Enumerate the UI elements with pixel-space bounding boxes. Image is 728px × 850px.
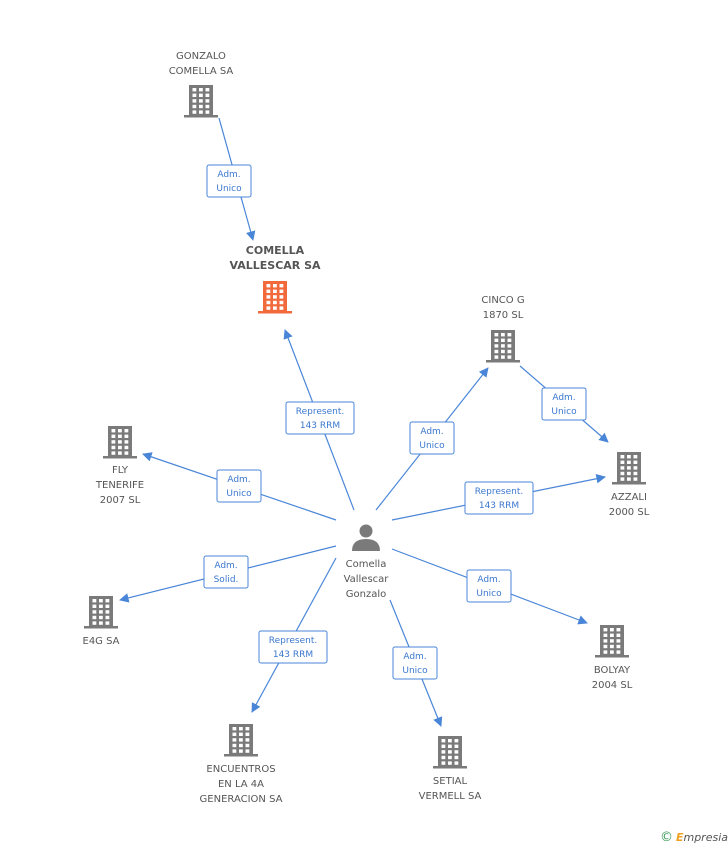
node-gonzalo[interactable]: GONZALO COMELLA SA	[169, 51, 234, 118]
edge-label-person-to-e4g[interactable]: Adm. Solid.	[203, 555, 249, 589]
person-icon	[352, 524, 380, 551]
edge-label-text: Unico	[476, 589, 502, 599]
node-label: BOLYAY	[594, 665, 631, 676]
edge-label-person-to-fly[interactable]: Adm. Unico	[216, 469, 262, 503]
building-icon	[612, 452, 646, 485]
edges-layer	[119, 117, 609, 727]
building-icon	[224, 724, 258, 757]
edge-label-text: Unico	[419, 441, 445, 451]
node-cinco_g[interactable]: CINCO G 1870 SL	[481, 295, 525, 363]
node-comella_vallescar[interactable]: COMELLA VALLESCAR SA	[229, 244, 321, 314]
node-label: Comella	[346, 559, 387, 570]
node-encuentros[interactable]: ENCUENTROS EN LA 4A GENERACION SA	[200, 724, 283, 805]
edge-label-text: Adm.	[477, 575, 500, 585]
edge-label-box	[392, 646, 438, 680]
node-label: 1870 SL	[483, 310, 524, 321]
node-label: 2007 SL	[100, 495, 141, 506]
node-label: TENERIFE	[95, 480, 144, 491]
edge-label-box	[409, 421, 455, 455]
node-label: Gonzalo	[346, 589, 386, 600]
edge-label-text: Represent.	[269, 636, 317, 646]
edge-label-box	[466, 569, 512, 603]
brand-name: mpresia	[683, 831, 728, 844]
node-setial[interactable]: SETIAL VERMELL SA	[419, 736, 482, 802]
building-icon	[103, 426, 137, 459]
edge-label-text: Adm.	[217, 170, 240, 180]
node-label: VERMELL SA	[419, 791, 482, 802]
edge-label-text: 143 RRM	[300, 421, 340, 431]
edge-label-text: Represent.	[296, 407, 344, 417]
edge-label-gonzalo-to-comella_vallescar[interactable]: Adm. Unico	[206, 164, 252, 198]
edge-label-box	[541, 387, 587, 421]
building-icon	[486, 330, 520, 363]
edge-label-box	[258, 630, 328, 664]
edge-label-text: Unico	[551, 407, 577, 417]
edge-label-text: Represent.	[475, 487, 523, 497]
edge-label-person-to-cinco_g[interactable]: Adm. Unico	[409, 421, 455, 455]
edge-label-text: Adm.	[227, 475, 250, 485]
node-label: AZZALI	[611, 492, 647, 503]
node-e4g[interactable]: E4G SA	[83, 596, 120, 647]
nodes-layer: GONZALO COMELLA SA COMELLA VALLESCAR SA CINC…	[83, 51, 650, 805]
building-icon	[184, 85, 218, 118]
building-icon	[595, 625, 629, 658]
edge-label-box	[203, 555, 249, 589]
edge-label-text: Unico	[402, 666, 428, 676]
edge-label-text: Solid.	[214, 575, 239, 585]
node-label: GONZALO	[176, 51, 226, 62]
building-icon	[84, 596, 118, 629]
edge-label-text: Adm.	[420, 427, 443, 437]
node-label: COMELLA	[246, 244, 305, 257]
edge-label-person-to-bolyay[interactable]: Adm. Unico	[466, 569, 512, 603]
edge-label-person-to-azzali[interactable]: Represent. 143 RRM	[464, 481, 534, 515]
copyright-symbol: ©	[659, 830, 673, 845]
edge-label-cinco_g-to-azzali[interactable]: Adm. Unico	[541, 387, 587, 421]
node-label: COMELLA SA	[169, 66, 234, 77]
edge-label-person-to-comella_vallescar[interactable]: Represent. 143 RRM	[285, 401, 355, 435]
building-icon	[258, 281, 292, 314]
node-azzali[interactable]: AZZALI 2000 SL	[609, 452, 650, 518]
node-label: FLY	[112, 465, 129, 476]
node-label: E4G SA	[83, 636, 120, 647]
edge-label-box	[216, 469, 262, 503]
node-label: EN LA 4A	[218, 779, 264, 790]
edge-label-person-to-setial[interactable]: Adm. Unico	[392, 646, 438, 680]
edge-label-text: Adm.	[214, 561, 237, 571]
node-label: ENCUENTROS	[206, 764, 275, 775]
node-label: GENERACION SA	[200, 794, 283, 805]
node-label: 2000 SL	[609, 507, 650, 518]
edge-label-box	[285, 401, 355, 435]
node-fly[interactable]: FLY TENERIFE 2007 SL	[95, 426, 144, 506]
node-label: SETIAL	[433, 776, 468, 787]
edge-label-text: 143 RRM	[479, 501, 519, 511]
footer-brand[interactable]: ©Empresia	[648, 830, 728, 848]
edge-label-box	[206, 164, 252, 198]
edge-label-text: Unico	[226, 489, 252, 499]
node-label: Vallescar	[344, 574, 390, 585]
edge-label-text: 143 RRM	[273, 650, 313, 660]
building-icon	[433, 736, 467, 769]
edge-label-person-to-encuentros[interactable]: Represent. 143 RRM	[258, 630, 328, 664]
edge-label-text: Unico	[216, 184, 242, 194]
edge-label-text: Adm.	[403, 652, 426, 662]
edge-label-box	[464, 481, 534, 515]
node-label: CINCO G	[481, 295, 524, 306]
node-label: 2004 SL	[592, 680, 633, 691]
edge-label-text: Adm.	[552, 393, 575, 403]
brand-initial: E	[675, 831, 684, 844]
node-label: VALLESCAR SA	[229, 259, 321, 272]
node-bolyay[interactable]: BOLYAY 2004 SL	[592, 625, 633, 691]
